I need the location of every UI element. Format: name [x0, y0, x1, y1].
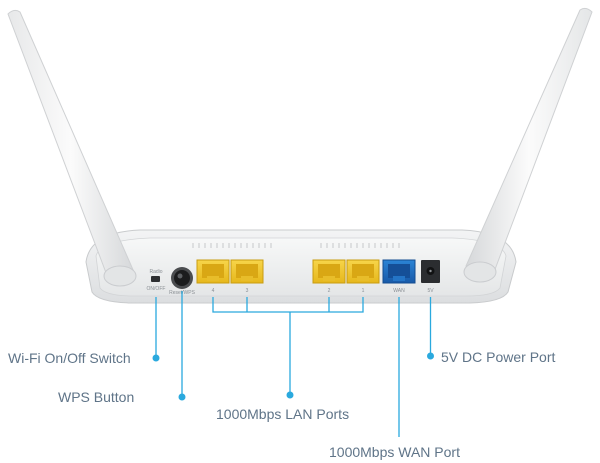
lan-ports-callout: 1000Mbps LAN Ports	[216, 406, 350, 422]
right-antenna	[463, 7, 593, 283]
lan-number-1: 1	[362, 288, 365, 294]
wps-button-callout: WPS Button	[58, 389, 135, 405]
wps-button[interactable]	[171, 267, 193, 289]
wan-label: WAN	[393, 288, 405, 294]
lan-port-2[interactable]	[312, 259, 346, 284]
power-port[interactable]	[421, 260, 440, 283]
wps-button-leader-dot	[178, 393, 186, 401]
lan-number-3: 3	[246, 288, 249, 294]
lan-number-2: 2	[328, 288, 331, 294]
wan-port-callout: 1000Mbps WAN Port	[329, 444, 460, 460]
wan-port[interactable]	[382, 259, 416, 284]
vent-slots	[192, 243, 400, 248]
power-label: 5V	[427, 288, 434, 294]
lan-port-4[interactable]	[196, 259, 230, 284]
lan-number-4: 4	[212, 288, 215, 294]
lan-ports-leader	[212, 297, 364, 395]
power-port-callout: 5V DC Power Port	[441, 349, 556, 365]
wifi-switch[interactable]	[151, 276, 160, 282]
wifi-switch-leader-dot	[152, 354, 160, 362]
lan-ports-leader-dot	[286, 391, 294, 399]
left-antenna	[7, 9, 137, 287]
lan-port-1[interactable]	[346, 259, 380, 284]
onoff-label: ON/OFF	[147, 286, 166, 292]
lan-port-3[interactable]	[230, 259, 264, 284]
radio-label: Radio	[149, 269, 162, 275]
power-port-leader-dot	[427, 352, 434, 360]
router-body	[85, 229, 517, 304]
wifi-switch-callout: Wi-Fi On/Off Switch	[8, 350, 131, 366]
